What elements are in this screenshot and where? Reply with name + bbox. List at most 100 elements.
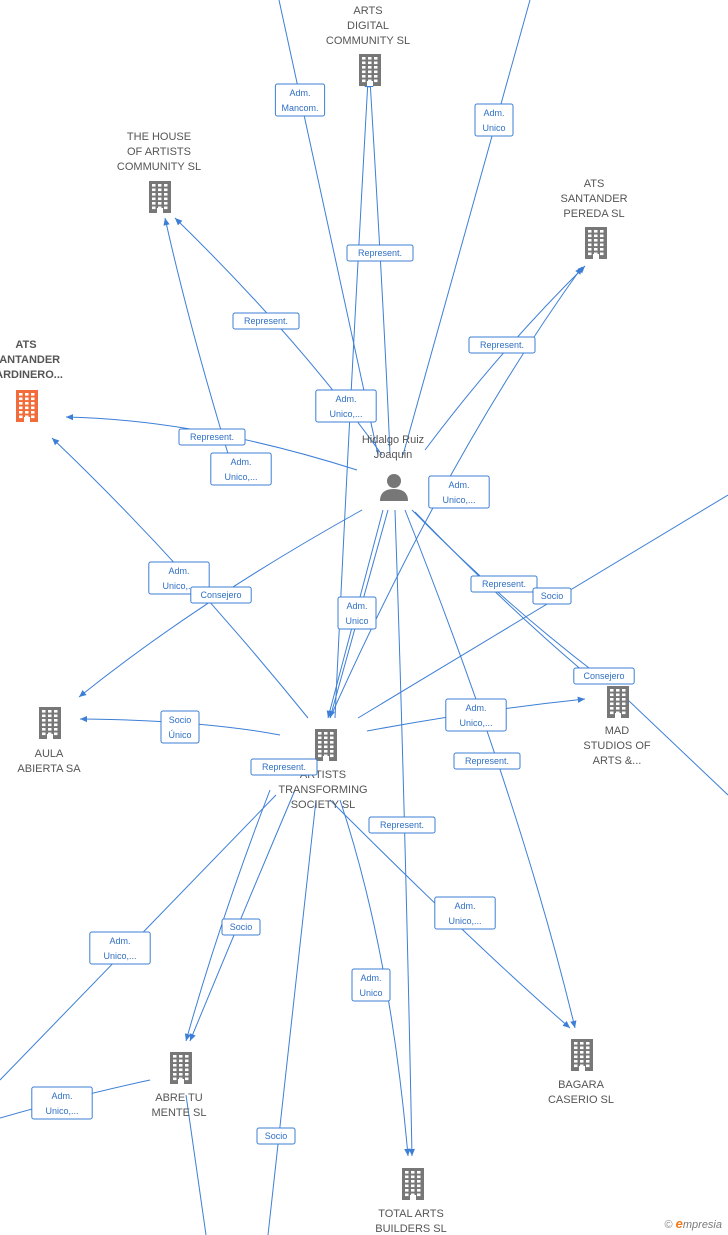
edge-label[interactable]: Consejero — [190, 586, 252, 604]
edge-label[interactable]: Represent. — [368, 816, 436, 834]
building-icon — [315, 729, 337, 761]
edge-label[interactable]: Adm.Unico,... — [434, 896, 496, 930]
edge-label[interactable]: Represent. — [346, 244, 414, 262]
edge-label-text: Represent. — [190, 432, 234, 442]
edge-label-text: Adm.Unico,... — [448, 901, 481, 926]
edge-label-text: Adm.Unico — [359, 973, 382, 998]
edge-label-text: Consejero — [583, 671, 624, 681]
edge-label[interactable]: Socio — [221, 918, 261, 936]
edge-label[interactable]: Adm.Unico,... — [315, 389, 377, 423]
edge-label-text: Adm.Unico,... — [459, 703, 492, 728]
edge-label-text: Adm.Unico,... — [224, 457, 257, 482]
edge-label[interactable]: Adm.Unico — [474, 103, 514, 137]
edge-label[interactable]: Adm.Mancom. — [274, 83, 326, 117]
edge-label-text: Represent. — [482, 579, 526, 589]
brand-logo-text: mpresia — [682, 1219, 722, 1231]
edge-label-text: Adm.Unico,... — [103, 936, 136, 961]
building-icon — [571, 1039, 593, 1071]
edge-label-text: Represent. — [480, 340, 524, 350]
relationship-edge — [414, 511, 591, 678]
edge-label-text: Represent. — [358, 248, 402, 258]
edge-label[interactable]: Adm.Unico,... — [31, 1086, 93, 1120]
relationship-edge — [424, 265, 586, 451]
edge-label[interactable]: Adm.Unico — [337, 596, 377, 630]
relationship-edge — [278, 0, 379, 456]
edge-label[interactable]: Represent. — [178, 428, 246, 446]
edge-label-text: Adm.Unico,... — [45, 1091, 78, 1116]
relationship-edge — [189, 789, 296, 1042]
relationship-edge — [357, 494, 728, 719]
edge-label-text: Represent. — [244, 316, 288, 326]
edge-label-text: Adm.Unico,... — [329, 394, 362, 419]
edge-label[interactable]: Represent. — [250, 758, 318, 776]
building-icon — [170, 1052, 192, 1084]
edge-label[interactable]: Adm.Unico,... — [89, 931, 151, 965]
relationship-edge — [267, 799, 317, 1235]
building-icon — [39, 707, 61, 739]
edge-label-text: Adm.Unico — [482, 108, 505, 133]
relationship-edge — [402, 0, 531, 456]
building-icon — [149, 181, 171, 213]
edge-label[interactable]: Socio — [256, 1127, 296, 1145]
edge-label[interactable]: Represent. — [470, 575, 538, 593]
edge-label-text: Adm.Unico — [345, 601, 368, 626]
person-icon — [380, 474, 408, 501]
edge-label-text: Adm.Mancom. — [281, 88, 318, 113]
edge-label[interactable]: Represent. — [453, 752, 521, 770]
edge-label[interactable]: Socio — [532, 587, 572, 605]
edge-label-text: Adm.Unico,... — [162, 566, 195, 591]
edge-label-text: Socio — [265, 1131, 288, 1141]
edge-label-text: Adm.Unico,... — [442, 480, 475, 505]
relationship-edge — [184, 789, 271, 1042]
building-icon — [359, 54, 381, 86]
edge-label[interactable]: Adm.Unico,... — [445, 698, 507, 732]
edge-label-text: Consejero — [200, 590, 241, 600]
edge-label[interactable]: Consejero — [573, 667, 635, 685]
edge-label[interactable]: Adm.Unico,... — [210, 452, 272, 486]
relationship-edge — [174, 217, 383, 456]
building-icon — [585, 227, 607, 259]
edge-label-text: Socio — [230, 922, 253, 932]
edge-label[interactable]: Adm.Unico — [351, 968, 391, 1002]
brand-logo-e: e — [675, 1216, 683, 1231]
building-icon — [607, 686, 629, 718]
edge-label[interactable]: Adm.Unico,... — [428, 475, 490, 509]
relationship-edge — [185, 1094, 207, 1235]
edge-label-text: Represent. — [465, 756, 509, 766]
relationship-edge — [404, 509, 577, 1029]
relationship-edge — [329, 266, 583, 719]
relationship-edge — [339, 799, 411, 1157]
relationship-edge — [367, 79, 391, 456]
edge-labels-layer: Adm.Mancom.Adm.UnicoRepresent.Represent.… — [31, 83, 635, 1145]
edge-label[interactable]: Represent. — [468, 336, 536, 354]
edge-label-text: Socio — [541, 591, 564, 601]
relationship-edge — [627, 699, 728, 796]
building-icon — [16, 390, 38, 422]
edge-label[interactable]: Represent. — [232, 312, 300, 330]
edge-label[interactable]: Adm.Unico,... — [148, 561, 210, 595]
copyright-symbol: © — [664, 1219, 673, 1231]
node-label: ATSSANTANDERJARDINERO... — [0, 339, 63, 381]
node-ats-jardinero[interactable]: ATSSANTANDERJARDINERO... — [0, 339, 63, 422]
edge-label-text: Represent. — [262, 762, 306, 772]
